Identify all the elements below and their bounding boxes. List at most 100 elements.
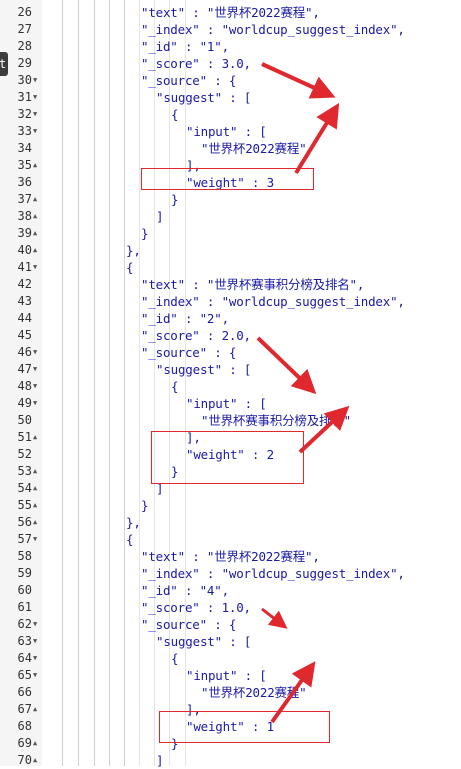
fold-collapse-icon[interactable]: ▲ <box>33 756 38 764</box>
code-line: 50 "世界杯赛事积分榜及排名" <box>0 412 461 429</box>
line-number: 39 <box>17 226 32 240</box>
line-number: 41 <box>17 260 32 274</box>
fold-expand-icon[interactable]: ▼ <box>33 671 38 679</box>
code-line: 42 "text" : "世界杯赛事积分榜及排名", <box>0 276 461 293</box>
code-line: 39▲} <box>0 225 461 242</box>
code-text: { <box>171 651 179 666</box>
code-line: 61"_score" : 1.0, <box>0 599 461 616</box>
code-text: "_index" : "worldcup_suggest_index", <box>141 566 405 581</box>
code-text: { <box>171 107 179 122</box>
code-text: "suggest" : [ <box>156 634 252 649</box>
arrow-score-1 <box>261 62 336 99</box>
code-text: ] <box>156 209 164 224</box>
fold-expand-icon[interactable]: ▼ <box>33 382 38 390</box>
code-line: 34"世界杯2022赛程" <box>0 140 461 157</box>
line-number: 67 <box>17 702 32 716</box>
code-text: "text" : "世界杯赛事积分榜及排名", <box>141 277 365 292</box>
fold-expand-icon[interactable]: ▼ <box>33 637 38 645</box>
indent-guide <box>169 0 170 766</box>
fold-collapse-icon[interactable]: ▲ <box>33 229 38 237</box>
fold-expand-icon[interactable]: ▼ <box>33 110 38 118</box>
code-text: ], <box>186 158 201 173</box>
code-line: 45"_score" : 2.0, <box>0 327 461 344</box>
code-line: 49▼"input" : [ <box>0 395 461 412</box>
line-number: 42 <box>17 277 32 291</box>
code-text: "_id" : "1", <box>141 39 229 54</box>
fold-expand-icon[interactable]: ▼ <box>33 654 38 662</box>
line-number: 35 <box>17 158 32 172</box>
line-number: 56 <box>17 515 32 529</box>
code-line: 60"_id" : "4", <box>0 582 461 599</box>
code-text: "_score" : 1.0, <box>141 600 251 615</box>
fold-collapse-icon[interactable]: ▲ <box>33 195 38 203</box>
line-number: 50 <box>17 413 32 427</box>
fold-collapse-icon[interactable]: ▲ <box>33 484 38 492</box>
fold-collapse-icon[interactable]: ▲ <box>33 518 38 526</box>
arrow-weight-2 <box>298 405 350 454</box>
fold-expand-icon[interactable]: ▼ <box>33 263 38 271</box>
code-text: { <box>126 532 134 547</box>
line-number: 52 <box>17 447 32 461</box>
code-text: "_id" : "2", <box>141 311 229 326</box>
code-text: ] <box>156 481 164 496</box>
fold-collapse-icon[interactable]: ▲ <box>33 705 38 713</box>
code-text: "世界杯赛事积分榜及排名" <box>201 413 351 428</box>
code-line: 52 "weight" : 2 <box>0 446 461 463</box>
fold-expand-icon[interactable]: ▼ <box>33 127 38 135</box>
line-number: 47 <box>17 362 32 376</box>
indent-guide <box>62 0 63 766</box>
code-line: 46▼"_source" : { <box>0 344 461 361</box>
line-number: 44 <box>17 311 32 325</box>
code-text: } <box>141 226 149 241</box>
line-number: 28 <box>17 39 32 53</box>
line-number: 49 <box>17 396 32 410</box>
fold-collapse-icon[interactable]: ▲ <box>33 246 38 254</box>
fold-collapse-icon[interactable]: ▲ <box>33 467 38 475</box>
fold-collapse-icon[interactable]: ▲ <box>33 212 38 220</box>
code-line: 47▼"suggest" : [ <box>0 361 461 378</box>
code-line: 32▼{ <box>0 106 461 123</box>
code-text: ] <box>156 753 164 768</box>
code-text: "_source" : { <box>141 73 237 88</box>
line-number: 27 <box>17 22 32 36</box>
code-line: 33▼"input" : [ <box>0 123 461 140</box>
side-panel-tab[interactable]: t <box>0 52 8 76</box>
fold-collapse-icon[interactable]: ▲ <box>33 501 38 509</box>
fold-expand-icon[interactable]: ▼ <box>33 93 38 101</box>
fold-expand-icon[interactable]: ▼ <box>33 535 38 543</box>
line-number: 55 <box>17 498 32 512</box>
code-line: 66"世界杯2022赛程" <box>0 684 461 701</box>
code-line: 40▲}, <box>0 242 461 259</box>
code-text: "weight" : 2 <box>186 447 274 462</box>
fold-expand-icon[interactable]: ▼ <box>33 620 38 628</box>
code-line: 67▲], <box>0 701 461 718</box>
code-text: "_index" : "worldcup_suggest_index", <box>141 22 405 37</box>
code-line: 63▼"suggest" : [ <box>0 633 461 650</box>
line-number: 37 <box>17 192 32 206</box>
code-text: "_source" : { <box>141 617 237 632</box>
arrow-weight-1 <box>294 102 340 175</box>
code-line: 62▼ "_source" : { <box>0 616 461 633</box>
fold-expand-icon[interactable]: ▼ <box>33 76 38 84</box>
line-number: 62 <box>17 617 32 631</box>
fold-expand-icon[interactable]: ▼ <box>33 399 38 407</box>
line-number: 29 <box>17 56 32 70</box>
fold-expand-icon[interactable]: ▼ <box>33 365 38 373</box>
fold-expand-icon[interactable]: ▼ <box>33 348 38 356</box>
line-number: 48 <box>17 379 32 393</box>
indent-guide <box>139 0 140 766</box>
code-line: 57▼{ <box>0 531 461 548</box>
code-text: "世界杯2022赛程" <box>201 141 307 156</box>
line-number: 54 <box>17 481 32 495</box>
code-text: "input" : [ <box>186 668 267 683</box>
fold-collapse-icon[interactable]: ▲ <box>33 161 38 169</box>
fold-collapse-icon[interactable]: ▲ <box>33 433 38 441</box>
line-number: 70 <box>17 753 32 767</box>
code-line: 59"_index" : "worldcup_suggest_index", <box>0 565 461 582</box>
code-line: 69▲} <box>0 735 461 752</box>
line-number: 60 <box>17 583 32 597</box>
code-line: 68"weight" : 1 <box>0 718 461 735</box>
fold-collapse-icon[interactable]: ▲ <box>33 739 38 747</box>
weight-highlight-box-2 <box>151 431 304 484</box>
